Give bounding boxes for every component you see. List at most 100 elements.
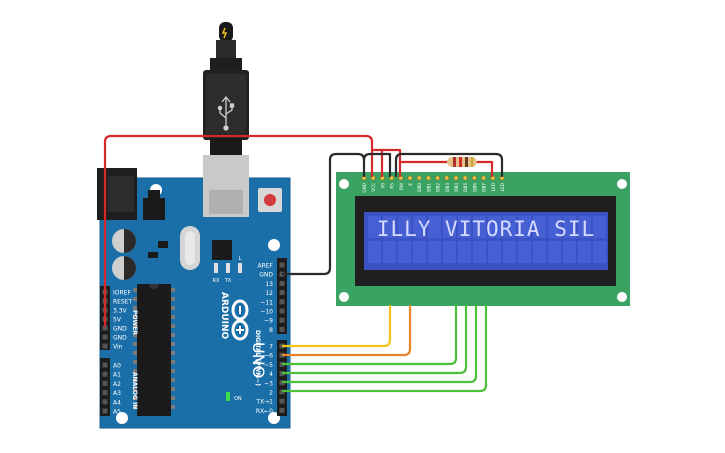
lcd-cell [578,241,591,263]
model-label: UNO [249,342,268,378]
header-pin[interactable] [279,407,285,413]
wire-enable[interactable] [281,304,412,357]
usb-cable[interactable] [203,22,249,158]
chip-pin [133,333,137,337]
lcd-cell [383,241,396,263]
pin-label: A5 [113,409,121,416]
pin-label: RX←0 [256,408,273,415]
lcd-pin-label: DB5 [463,183,468,192]
wire-db7[interactable] [281,304,488,393]
pin-label: IOREF [113,290,131,297]
header-pin[interactable] [102,380,108,386]
lcd-pin[interactable] [444,175,450,181]
lcd-display-text: ILLY VITORIA SIL [377,217,595,241]
lcd-cell [368,216,381,238]
lcd-cell [488,216,501,238]
lcd-pin[interactable] [435,175,441,181]
pin-label: RESET [113,299,133,306]
lcd-cell [488,241,501,263]
lcd-pin[interactable] [481,175,487,181]
wire-db5[interactable] [281,304,468,375]
wire-gnd-led[interactable] [394,152,504,178]
atmega-chip [133,284,175,416]
lcd-pin-label: GND [362,183,367,193]
header-pin[interactable] [279,317,285,323]
lcd-pin-label: DB0 [417,183,422,192]
wire-resistor-led[interactable] [380,148,450,178]
chip-pin [171,396,175,400]
header-pin[interactable] [102,390,108,396]
chip-pin [133,369,137,373]
header-pin[interactable] [102,343,108,349]
pin-label: GND [259,272,273,279]
header-pin[interactable] [279,371,285,377]
lcd-cell [428,241,441,263]
header-pin[interactable] [279,389,285,395]
voltage-regulator [143,198,165,220]
wire-db4[interactable] [281,304,458,366]
pin-label: ~6 [264,353,273,360]
header-pin[interactable] [102,399,108,405]
chip-pin [171,306,175,310]
lcd-cell [533,216,546,238]
lcd-pin[interactable] [462,175,468,181]
wire-db6[interactable] [281,304,478,384]
chip-pin [171,378,175,382]
pin-label: A3 [113,390,121,397]
chip-pin [171,405,175,409]
chip-pin [133,387,137,391]
header-pin[interactable] [279,398,285,404]
lcd-pin[interactable] [425,175,431,181]
arduino-infinity-logo-icon [231,299,249,341]
pin-label: 8 [269,327,273,334]
header-pin[interactable] [102,334,108,340]
lcd-pin-label: E [408,183,413,186]
header-pin[interactable] [102,408,108,414]
pin-label: 7 [269,344,273,351]
lcd-pin[interactable] [471,175,477,181]
chip-pin [171,342,175,346]
mounting-hole [116,412,128,424]
resistor-icon[interactable] [447,157,477,167]
chip-pin [133,351,137,355]
lcd-pin-label: DB1 [426,183,431,192]
header-pin[interactable] [279,262,285,268]
header-pin[interactable] [279,308,285,314]
lcd-cell [563,216,576,238]
lcd-cell [458,216,471,238]
wire-rs[interactable] [281,304,392,348]
pin-label: Vin [113,344,123,351]
on-label: ON [234,396,242,402]
wire-gnd-branch[interactable] [362,152,392,178]
chip-pin [133,405,137,409]
wire-gnd[interactable] [281,152,366,276]
lcd-pin[interactable] [407,175,413,181]
header-pin[interactable] [102,371,108,377]
lcd-cell [413,241,426,263]
header-pin[interactable] [279,380,285,386]
lcd-pin-label: DB7 [482,183,487,192]
analog-header [100,358,110,416]
chip-pin [133,342,137,346]
brand-label: ARDUINO [219,292,229,340]
mounting-hole [339,292,349,302]
wire-resistor-led-anode[interactable] [474,160,494,178]
arduino-uno-board[interactable]: RX TX L ARDUINO UNO ON POWER ANA [97,155,291,429]
lcd-pin[interactable] [416,175,422,181]
header-pin[interactable] [279,326,285,332]
lcd-cell [533,241,546,263]
header-pin[interactable] [279,280,285,286]
wire-5v[interactable] [103,134,374,328]
digital-header-title: DIGITAL (PWM~) [254,330,261,386]
header-pin[interactable] [279,290,285,296]
chip-pin [171,288,175,292]
lcd-pin[interactable] [453,175,459,181]
header-pin[interactable] [102,325,108,331]
pin-label: GND [113,335,127,342]
header-pin[interactable] [102,362,108,368]
header-pin[interactable] [279,299,285,305]
pin-label: 12 [265,290,273,297]
pin-label: ~10 [260,309,273,316]
